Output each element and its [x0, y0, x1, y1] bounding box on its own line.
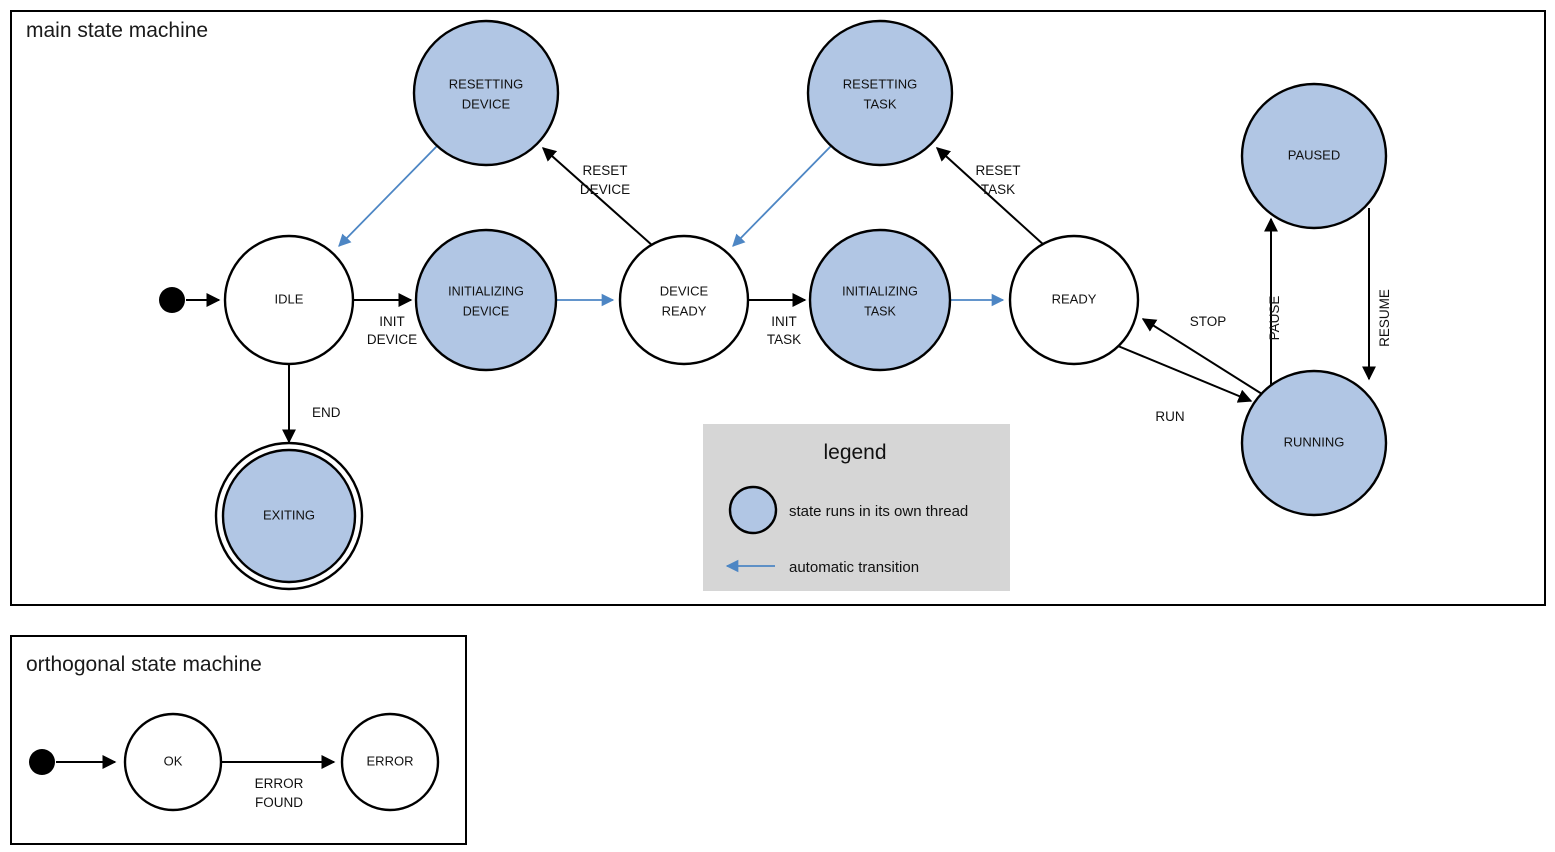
- edge-ortho-start-to-ok: [29, 749, 117, 775]
- state-error-shape[interactable]: [340, 712, 440, 812]
- edge-paused-to-running: RESUME: [1362, 208, 1392, 381]
- state-initializing-task-shape[interactable]: [808, 228, 952, 372]
- edge-label-reset-device-line1: RESET: [582, 163, 627, 178]
- edge-label-error-found-line2: FOUND: [255, 795, 303, 810]
- state-initializing-device-label-line2: DEVICE: [463, 304, 510, 318]
- state-initializing-task[interactable]: INITIALIZING TASK: [808, 228, 952, 372]
- edge-label-run: RUN: [1155, 409, 1184, 424]
- edge-ready-to-resetting-task: RESET TASK: [935, 147, 1046, 247]
- edge-label-resume: RESUME: [1377, 289, 1392, 347]
- legend-thread-state-icon: [728, 485, 778, 535]
- state-ok[interactable]: OK: [123, 712, 223, 812]
- state-idle[interactable]: IDLE: [223, 234, 355, 366]
- state-exiting[interactable]: EXITING: [214, 441, 364, 591]
- orthogonal-initial-state-dot: [29, 749, 55, 775]
- edge-device-ready-to-initializing-task: INIT TASK: [748, 293, 807, 347]
- state-device-ready-label-line1: DEVICE: [660, 283, 709, 298]
- edge-running-to-ready: STOP: [1141, 314, 1263, 395]
- edge-label-init-task-line2: TASK: [767, 332, 801, 347]
- edge-ready-to-running: RUN: [1117, 345, 1253, 424]
- main-state-machine-title: main state machine: [26, 19, 208, 42]
- edge-ok-to-error: ERROR FOUND: [221, 755, 336, 810]
- legend: legend state runs in its own thread auto…: [703, 424, 1010, 591]
- edge-start-to-idle: [159, 287, 221, 313]
- edge-label-pause: PAUSE: [1267, 296, 1282, 341]
- state-resetting-task-shape[interactable]: [806, 19, 954, 167]
- edge-idle-to-initializing-device: INIT DEVICE: [353, 293, 417, 347]
- state-ready-shape[interactable]: [1008, 234, 1140, 366]
- state-paused-label: PAUSED: [1288, 147, 1341, 162]
- edge-label-reset-device-line2: DEVICE: [580, 182, 630, 197]
- state-initializing-task-label-line2: TASK: [864, 304, 896, 318]
- state-exiting-outer-ring: [214, 441, 364, 591]
- state-resetting-task-label-line1: RESETTING: [843, 76, 917, 91]
- state-paused[interactable]: PAUSED: [1240, 82, 1388, 230]
- state-exiting-label: EXITING: [263, 507, 315, 522]
- state-resetting-device-label-line2: DEVICE: [462, 96, 511, 111]
- legend-item-thread-label: state runs in its own thread: [789, 503, 968, 520]
- state-resetting-device[interactable]: RESETTING DEVICE: [412, 19, 560, 167]
- state-ready[interactable]: READY: [1008, 234, 1140, 366]
- state-device-ready[interactable]: DEVICE READY: [618, 234, 750, 366]
- state-device-ready-label-line2: READY: [662, 303, 707, 318]
- state-resetting-device-label-line1: RESETTING: [449, 76, 523, 91]
- state-resetting-task-label-line2: TASK: [864, 96, 897, 111]
- edge-resetting-task-to-device-ready: [732, 145, 832, 247]
- state-running-label: RUNNING: [1284, 434, 1345, 449]
- state-initializing-device[interactable]: INITIALIZING DEVICE: [414, 228, 558, 372]
- state-initializing-device-shape[interactable]: [414, 228, 558, 372]
- edge-idle-to-exiting: END: [282, 364, 341, 444]
- state-initializing-task-label-line1: INITIALIZING: [842, 284, 918, 298]
- edge-label-init-task-line1: INIT: [771, 314, 797, 329]
- state-running[interactable]: RUNNING: [1240, 369, 1388, 517]
- edge-label-end: END: [312, 405, 341, 420]
- edge-resetting-device-to-idle: [338, 145, 438, 247]
- edge-label-reset-task-line1: RESET: [975, 163, 1020, 178]
- state-idle-shape[interactable]: [223, 234, 355, 366]
- state-ok-shape[interactable]: [123, 712, 223, 812]
- state-device-ready-shape[interactable]: [618, 234, 750, 366]
- legend-item-auto-label: automatic transition: [789, 559, 919, 576]
- edge-label-reset-task-line2: TASK: [981, 182, 1015, 197]
- edge-device-ready-to-resetting-device: RESET DEVICE: [541, 147, 654, 247]
- edge-label-error-found-line1: ERROR: [255, 776, 304, 791]
- state-initializing-device-label-line1: INITIALIZING: [448, 284, 524, 298]
- edge-label-stop: STOP: [1190, 314, 1227, 329]
- orthogonal-state-machine-title: orthogonal state machine: [26, 653, 262, 676]
- edge-running-to-paused: PAUSE: [1264, 217, 1282, 404]
- legend-title: legend: [823, 441, 886, 464]
- state-resetting-device-shape[interactable]: [412, 19, 560, 167]
- state-exiting-shape[interactable]: [221, 448, 357, 584]
- state-ready-label: READY: [1052, 291, 1097, 306]
- state-paused-shape[interactable]: [1240, 82, 1388, 230]
- state-resetting-task[interactable]: RESETTING TASK: [806, 19, 954, 167]
- state-idle-label: IDLE: [275, 291, 304, 306]
- state-running-shape[interactable]: [1240, 369, 1388, 517]
- edge-label-init-device-line2: DEVICE: [367, 332, 417, 347]
- state-error-label: ERROR: [367, 753, 414, 768]
- initial-state-dot: [159, 287, 185, 313]
- state-error[interactable]: ERROR: [340, 712, 440, 812]
- state-ok-label: OK: [164, 753, 183, 768]
- edge-label-init-device-line1: INIT: [379, 314, 405, 329]
